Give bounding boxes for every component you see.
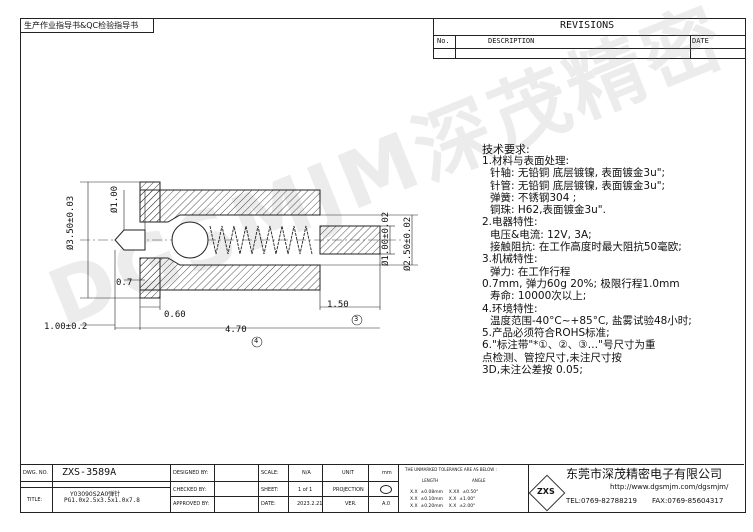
approved-by-label: APPROVED BY: [173,501,210,507]
tech-line: 接触阻抗: 在工作高度时最大阻抗50毫欧; [490,241,682,254]
tail-pin [319,225,381,255]
tech-line: 5.产品必须符合ROHS标准; [482,327,610,340]
title-value: PG1.0x2.5x3.5x1.0x7.8 [64,497,140,504]
sheet-label: SHEET: [261,487,279,493]
tech-line: 针轴: 无铅铜 底层镀镍, 表面镀金3u"; [490,167,666,180]
dim-plunger-dia: Ø1.00±0.02 [381,211,391,266]
tolerance-row: X.X ±0.20mm X.X ±2.00° [410,504,476,509]
tolerance-angle: ANGLE [472,478,486,483]
date-label: DATE: [261,501,276,507]
dim-tube-dia: Ø2.50±0.02 [403,216,413,271]
tech-line: 铜珠: H62,表面镀金3u". [490,204,606,217]
tech-title: 技术要求: [482,143,530,156]
doc-type-box [20,18,154,33]
revisions-col-no: No. [437,37,450,45]
tolerance-row: X.X ±0.10mm X.X ±1.00° [410,497,476,502]
tech-line: 3.机械特性: [482,253,538,266]
doc-type-label: 生产作业指导书&QC检验指导书 [24,21,139,30]
spring [209,225,313,255]
dim-shoulder: 0.7 [116,278,133,288]
dim-gap: 0.60 [164,310,186,320]
tech-line: 4.环境特性: [482,302,538,315]
dim-overall-dia: Ø3.50±0.03 [66,195,76,250]
tech-line: 弹力: 在工作行程 [490,265,571,278]
tech-line: 0.7mm, 弹力60g 20%; 极限行程1.0mm [482,277,680,290]
tech-line: 2.电器特性: [482,216,538,229]
dim-tail-len: 1.50 [327,300,349,310]
tech-line: 6."标注带"*①、②、③…"号尺寸为重 [482,339,656,352]
sheet-value: 1 of 1 [298,487,313,493]
plunger-tip [114,229,146,251]
tech-line: 寿命: 10000次以上; [490,290,587,303]
revisions-title: REVISIONS [560,20,615,31]
tolerance-heading: THE UNMARKED TOLERANCE ARE AS BELOW : [405,467,497,472]
flange-top [139,181,161,223]
date-value: 2023.2.21 [297,501,323,507]
tolerance-length: LENGTH [422,478,439,483]
ver-value: A.0 [382,501,391,507]
tech-line: 温度范围-40°C~+85°C, 盐雾试验48小时; [490,314,692,327]
ver-label: VER. [345,501,357,507]
unit-value: mm [382,470,392,476]
unit-label: UNIT [342,470,354,476]
title-block [20,464,744,512]
scale-label: SCALE: [261,470,279,476]
projection-icon [380,485,392,494]
tech-line: 弹簧: 不锈钢304 ; [490,191,577,204]
flange-bottom [139,257,161,299]
pin-drawing [80,181,418,348]
ball [171,221,209,259]
revisions-col-description: DESCRIPTION [488,37,535,45]
dwg-no: ZXS-3589A [62,467,117,478]
projection-label: PROJECTION [333,487,364,493]
dim-flange-len: 1.00±0.2 [44,322,88,332]
checked-by-label: CHECKED BY: [173,487,207,493]
designed-by-label: DESIGNED BY: [173,470,209,476]
company-website: http://www.dgsmjm.com/dgsmjm/ [610,483,729,491]
tolerance-table: X.X ±0.08mm X.XX ±0.50° X.X ±0.10mm X.X … [410,489,478,510]
tech-list: 1.材料与表面处理: 针轴: 无铅铜 底层镀镍, 表面镀金3u"; 针管: 无铅… [482,155,692,376]
tech-line: 3D,未注公差按 0.05; [482,364,583,377]
company-name: 东莞市深茂精密电子有限公司 [566,467,723,481]
title-label: TITLE: [27,497,43,503]
tech-line: 1.材料与表面处理: [482,155,570,167]
dim-total-len: 4.70 [225,325,247,335]
company-logo-text: ZXS [537,487,555,496]
dim-tip-dia: Ø1.00 [110,185,120,213]
tolerance-row: X.X ±0.08mm X.XX ±0.50° [410,490,479,495]
revisions-col-date: DATE [692,37,709,45]
revisions-table [433,18,745,59]
part-name: Y03090S2A0弹针 [70,491,121,498]
dim-total-mark: 4 [254,337,259,345]
barrel-top [139,189,321,223]
company-fax: FAX:0769-85604317 [652,497,724,505]
tech-line: 针管: 无铅铜 底层镀镍, 表面镀金3u"; [490,179,666,192]
dwg-no-label: DWG. NO. [23,470,48,476]
tech-line: 点检测、管控尺寸,未注尺寸按 [482,351,622,364]
drawing-border [20,18,746,513]
barrel-bottom [139,257,321,291]
scale-value: N/A [302,470,311,476]
company-tel: TEL:0769-82788219 [566,497,637,505]
dim-tail-mark: 3 [354,315,359,323]
tech-line: 电压&电流: 12V, 3A; [490,228,592,241]
